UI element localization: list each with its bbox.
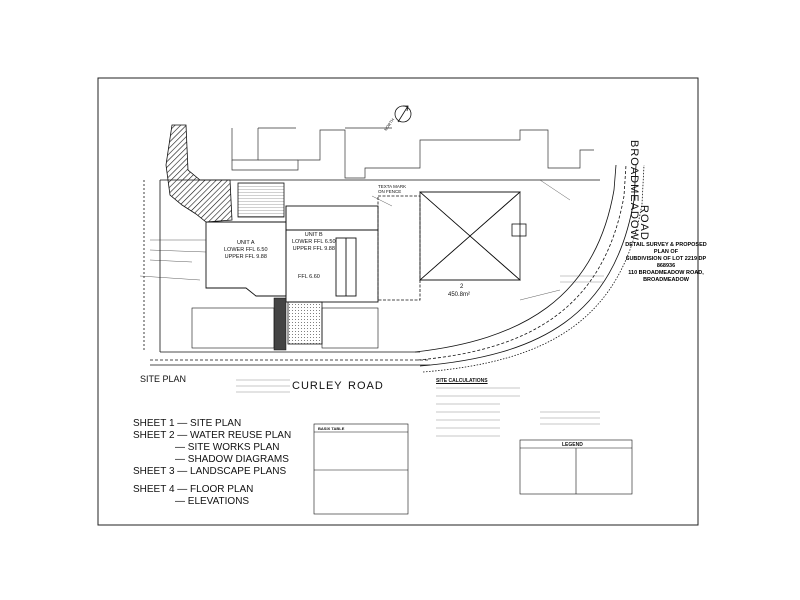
unit-b-name: UNIT B xyxy=(304,232,323,238)
broadmeadow-road-suffix: ROAD xyxy=(638,205,650,241)
legend-heading: LEGEND xyxy=(562,442,583,448)
title-line-1: DETAIL SURVEY & PROPOSED PLAN OF xyxy=(625,242,707,255)
unit-b-lower: LOWER FFL 6.50 xyxy=(292,239,336,245)
fence-note: TEXTA MARK ON FENCE xyxy=(378,184,406,194)
title-block: DETAIL SURVEY & PROPOSED PLAN OF SUBDIVI… xyxy=(620,242,712,284)
curley-road-label: CURLEY xyxy=(292,380,343,392)
sheet-index-6: SHEET 4 — FLOOR PLAN xyxy=(133,484,254,495)
sheet-index-2: SHEET 2 — WATER REUSE PLAN xyxy=(133,430,292,441)
unit-b-upper: UPPER FFL 9.88 xyxy=(292,246,335,252)
legend-frame xyxy=(519,439,633,495)
fence-note-line-2: ON FENCE xyxy=(378,189,402,194)
sheet-index-4: — SHADOW DIAGRAMS xyxy=(175,454,289,465)
vegetation-hatch xyxy=(165,124,233,223)
unit-a-name: UNIT A xyxy=(236,240,255,246)
lot-2-number: 2 xyxy=(460,284,464,290)
sheet-index-1: SHEET 1 — SITE PLAN xyxy=(133,418,242,429)
existing-house xyxy=(377,191,527,301)
site-calculations-heading: SITE CALCULATIONS xyxy=(436,378,488,384)
unit-a-upper: UPPER FFL 9.88 xyxy=(224,254,267,260)
site-calc-lines xyxy=(436,387,520,437)
garage-strip xyxy=(273,297,287,351)
front-yard xyxy=(191,307,379,349)
road-curve xyxy=(414,164,645,373)
title-line-4: BROADMEADOW xyxy=(643,277,689,283)
sheet-index-3: — SITE WORKS PLAN xyxy=(175,442,280,453)
north-arrow xyxy=(394,105,412,123)
unit-a-lower: LOWER FFL 6.50 xyxy=(224,247,268,253)
unit-b-label: UNIT B LOWER FFL 6.50 UPPER FFL 9.88 xyxy=(292,232,336,253)
drawing-border xyxy=(97,77,699,526)
title-line-2: SUBDIVISION OF LOT 2219 DP 868936 xyxy=(625,256,707,269)
lot-2-area: 450.8m² xyxy=(448,292,471,298)
sheet-index-5: SHEET 3 — LANDSCAPE PLANS xyxy=(133,466,287,477)
site-plan-label: SITE PLAN xyxy=(140,374,187,384)
curley-road-suffix: ROAD xyxy=(348,380,384,392)
unit-a-label: UNIT A LOWER FFL 6.50 UPPER FFL 9.88 xyxy=(224,240,268,261)
sheet-index-7: — ELEVATIONS xyxy=(175,496,250,507)
unit-b-ffl: FFL 6.60 xyxy=(298,274,320,280)
leader-lines xyxy=(139,179,571,301)
driveway-dots xyxy=(287,301,323,345)
deck-hatch xyxy=(237,182,285,218)
misc-table-lines xyxy=(236,275,604,425)
title-line-3: 110 BROADMEADOW ROAD, xyxy=(628,270,704,276)
basix-table-frame xyxy=(313,423,409,515)
fence-note-line-1: TEXTA MARK xyxy=(378,184,407,189)
basix-table-heading: BASIX TABLE xyxy=(318,426,345,431)
neighbour-outlines xyxy=(231,127,594,179)
sheet-index: SHEET 1 — SITE PLAN SHEET 2 — WATER REUS… xyxy=(133,418,291,508)
lot-boundaries xyxy=(143,179,600,366)
